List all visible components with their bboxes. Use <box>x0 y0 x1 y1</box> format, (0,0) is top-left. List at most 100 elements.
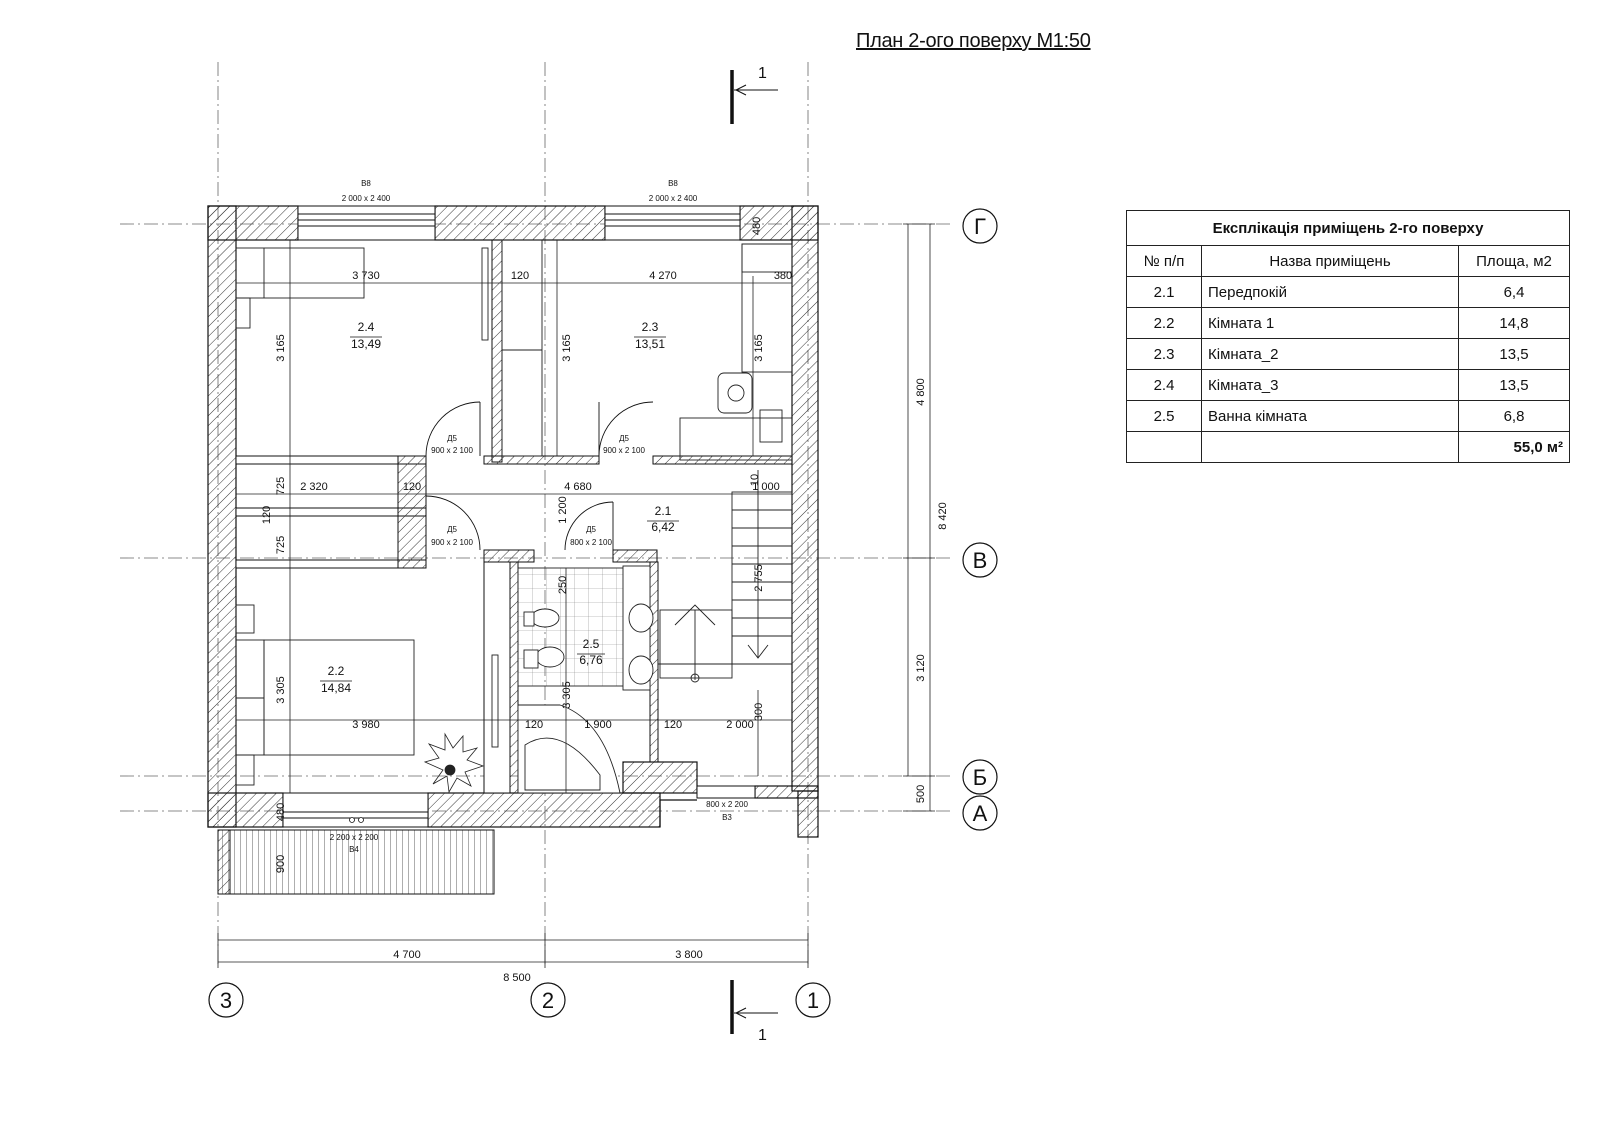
section-number-bottom: 1 <box>758 1027 767 1044</box>
column-header-name: Назва приміщень <box>1201 245 1459 277</box>
dimension-label: 3 165 <box>561 334 573 362</box>
dimension-label: 3 305 <box>561 681 573 709</box>
row-name: Кімната_2 <box>1201 338 1459 370</box>
room-number: 2.3 <box>642 320 659 334</box>
row-number: 2.5 <box>1126 400 1202 432</box>
room-area: 13,49 <box>351 337 381 351</box>
explication-caption: Експлікація приміщень 2-го поверху <box>1126 210 1570 246</box>
table-row: 2.2 Кімната 1 14,8 <box>1126 307 1570 339</box>
axis-label-3: 3 <box>220 988 232 1013</box>
dimension-label: 3 305 <box>275 676 287 704</box>
axis-circles <box>208 208 998 1018</box>
dimension-lines <box>217 223 935 968</box>
column-header-number: № п/п <box>1126 245 1202 277</box>
door-mark: Д5 <box>447 434 457 443</box>
dimension-label: 4 800 <box>915 378 927 406</box>
window-size: 2 200 x 2 200 <box>330 833 379 842</box>
dimension-label: 3 730 <box>352 270 380 282</box>
dimension-label: 380 <box>774 270 792 282</box>
row-area: 14,8 <box>1458 307 1570 339</box>
dimension-label: 300 <box>753 703 765 721</box>
dimension-label: 1 000 <box>752 481 780 493</box>
row-number: 2.3 <box>1126 338 1202 370</box>
dimension-label: 120 <box>261 506 273 524</box>
dimension-label: 4 270 <box>649 270 677 282</box>
plant-icon <box>423 732 485 794</box>
total-empty-cell <box>1126 431 1202 463</box>
section-arrow-bottom <box>734 1007 778 1019</box>
row-name: Кімната_3 <box>1201 369 1459 401</box>
dimension-label: 3 800 <box>675 949 703 961</box>
room-area: 6,42 <box>651 520 675 534</box>
explication-header-row: № п/п Назва приміщень Площа, м2 <box>1126 245 1570 277</box>
dimension-label: 900 <box>275 855 287 873</box>
drawing-title: План 2-ого поверху М1:50 <box>856 30 1091 52</box>
dimension-label: 120 <box>664 719 682 731</box>
room-number: 2.1 <box>655 504 672 518</box>
window-mark: В4 <box>349 845 359 854</box>
dimension-label: 4 680 <box>564 481 592 493</box>
room-number: 2.5 <box>583 637 600 651</box>
dimension-label: 4 700 <box>393 949 421 961</box>
row-number: 2.1 <box>1126 276 1202 308</box>
door-mark: Д5 <box>619 434 629 443</box>
dimension-label: 10 <box>749 474 761 486</box>
total-area: 55,0 м² <box>1458 431 1570 463</box>
section-arrow-top <box>734 84 778 96</box>
door-size: 900 x 2 100 <box>431 446 473 455</box>
explication-caption-row: Експлікація приміщень 2-го поверху <box>1126 210 1570 246</box>
table-row: 2.5 Ванна кімната 6,8 <box>1126 400 1570 432</box>
door-mark: Д5 <box>586 525 596 534</box>
dimension-label: 2 320 <box>300 481 328 493</box>
dimension-label: 480 <box>751 217 763 235</box>
room-area: 13,51 <box>635 337 665 351</box>
dimension-label: 3 165 <box>275 334 287 362</box>
room-area: 14,84 <box>321 681 351 695</box>
window-mark: В8 <box>361 179 371 188</box>
axis-label-b: Б <box>973 765 987 790</box>
row-number: 2.2 <box>1126 307 1202 339</box>
axis-label-v: В <box>973 548 988 573</box>
door-size: 900 x 2 100 <box>603 446 645 455</box>
room-area: 6,76 <box>579 653 603 667</box>
dimension-label: 3 120 <box>915 654 927 682</box>
handles <box>349 817 364 823</box>
section-number-top: 1 <box>758 65 767 82</box>
total-empty-cell <box>1201 431 1459 463</box>
dimension-label: 1 900 <box>584 719 612 731</box>
table-row: 2.4 Кімната_3 13,5 <box>1126 369 1570 401</box>
row-area: 6,4 <box>1458 276 1570 308</box>
windows <box>282 205 756 828</box>
room-number: 2.4 <box>358 320 375 334</box>
window-size: 2 000 x 2 400 <box>342 194 391 203</box>
bathroom <box>517 565 654 794</box>
dimension-label: 725 <box>275 477 287 495</box>
dimension-label: 120 <box>511 270 529 282</box>
total-row: 55,0 м² <box>1126 431 1570 463</box>
dimension-label: 2 000 <box>726 719 754 731</box>
axis-label-2: 2 <box>542 988 554 1013</box>
door-swings <box>425 401 654 551</box>
dimension-label: 250 <box>557 576 569 594</box>
window-size: 800 x 2 200 <box>706 800 748 809</box>
interior-walls <box>235 239 793 794</box>
row-name: Кімната 1 <box>1201 307 1459 339</box>
dimension-label: 3 165 <box>753 334 765 362</box>
staircase <box>658 470 793 683</box>
dimension-label: 120 <box>403 481 421 493</box>
row-area: 6,8 <box>1458 400 1570 432</box>
column-header-area: Площа, м2 <box>1458 245 1570 277</box>
axis-label-g: Г <box>974 214 986 239</box>
dimension-label: 480 <box>275 803 287 821</box>
row-name: Передпокій <box>1201 276 1459 308</box>
door-mark: Д5 <box>447 525 457 534</box>
dimension-label: 3 980 <box>352 719 380 731</box>
row-name: Ванна кімната <box>1201 400 1459 432</box>
row-number: 2.4 <box>1126 369 1202 401</box>
dimension-label: 1 200 <box>557 496 569 524</box>
balcony <box>217 829 495 895</box>
table-row: 2.1 Передпокій 6,4 <box>1126 276 1570 308</box>
door-size: 900 x 2 100 <box>431 538 473 547</box>
dimension-label: 8 500 <box>503 972 531 984</box>
